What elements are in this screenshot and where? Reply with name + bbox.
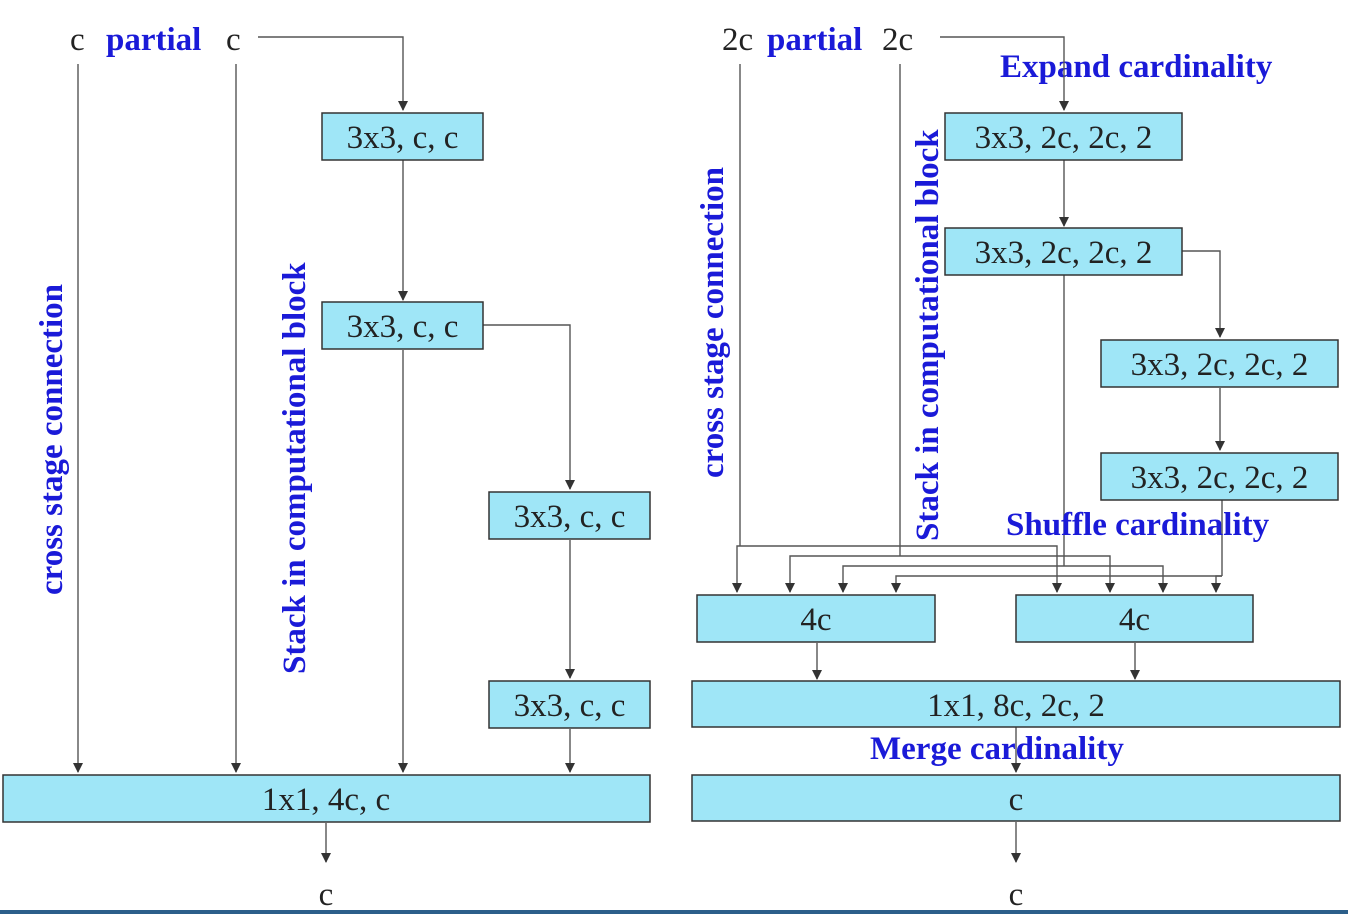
right-final-label: c bbox=[1009, 782, 1024, 818]
right-conv-block-4-label: 3x3, 2c, 2c, 2 bbox=[1131, 460, 1309, 496]
right-conv-block-1: 3x3, 2c, 2c, 2 bbox=[944, 112, 1183, 161]
left-conv-block-4: 3x3, c, c bbox=[488, 680, 651, 729]
right-connectors bbox=[732, 36, 1225, 863]
right-stack-label: Stack in computational block bbox=[910, 129, 946, 541]
right-expand-label: Expand cardinality bbox=[1000, 49, 1273, 85]
left-conv-block-1: 3x3, c, c bbox=[321, 112, 484, 161]
left-conv-block-3: 3x3, c, c bbox=[488, 491, 651, 540]
left-input-right-label: c bbox=[226, 22, 241, 58]
left-transition-block: 1x1, 4c, c bbox=[2, 774, 651, 823]
left-conv-block-3-label: 3x3, c, c bbox=[514, 499, 626, 535]
left-conv-block-2: 3x3, c, c bbox=[321, 301, 484, 350]
left-cross-stage-label: cross stage connection bbox=[34, 284, 70, 595]
right-output-label: c bbox=[1009, 877, 1024, 913]
left-partial-label: partial bbox=[106, 22, 201, 58]
right-merge-conv-block: 1x1, 8c, 2c, 2 bbox=[691, 680, 1341, 728]
right-conv-block-3: 3x3, 2c, 2c, 2 bbox=[1100, 339, 1339, 388]
left-diagram: c partial c cross stage connection Stack… bbox=[2, 22, 651, 913]
left-connectors bbox=[73, 36, 575, 863]
right-conv-block-1-label: 3x3, 2c, 2c, 2 bbox=[975, 120, 1153, 156]
left-conv-block-1-label: 3x3, c, c bbox=[347, 120, 459, 156]
right-diagram: 2c partial 2c Expand cardinality cross s… bbox=[691, 22, 1341, 913]
right-final-block: c bbox=[691, 774, 1341, 822]
right-concat-a-label: 4c bbox=[800, 602, 831, 638]
left-conv-block-4-label: 3x3, c, c bbox=[514, 688, 626, 724]
right-merge-label: Merge cardinality bbox=[870, 731, 1124, 767]
right-conv-block-4: 3x3, 2c, 2c, 2 bbox=[1100, 452, 1339, 501]
left-output-label: c bbox=[319, 877, 334, 913]
right-concat-block-a: 4c bbox=[696, 594, 936, 643]
bottom-border bbox=[0, 910, 1348, 914]
right-conv-block-3-label: 3x3, 2c, 2c, 2 bbox=[1131, 347, 1309, 383]
right-merge-conv-label: 1x1, 8c, 2c, 2 bbox=[927, 688, 1105, 724]
right-concat-block-b: 4c bbox=[1015, 594, 1254, 643]
right-input-left-label: 2c bbox=[722, 22, 753, 58]
right-concat-b-label: 4c bbox=[1119, 602, 1150, 638]
left-transition-label: 1x1, 4c, c bbox=[262, 782, 390, 818]
right-conv-block-2: 3x3, 2c, 2c, 2 bbox=[944, 227, 1183, 276]
left-stack-label: Stack in computational block bbox=[277, 262, 313, 674]
right-cross-stage-label: cross stage connection bbox=[695, 167, 731, 478]
right-conv-block-2-label: 3x3, 2c, 2c, 2 bbox=[975, 235, 1153, 271]
left-input-left-label: c bbox=[70, 22, 85, 58]
left-conv-block-2-label: 3x3, c, c bbox=[347, 309, 459, 345]
right-input-right-label: 2c bbox=[882, 22, 913, 58]
right-partial-label: partial bbox=[767, 22, 862, 58]
right-shuffle-label: Shuffle cardinality bbox=[1006, 507, 1270, 543]
